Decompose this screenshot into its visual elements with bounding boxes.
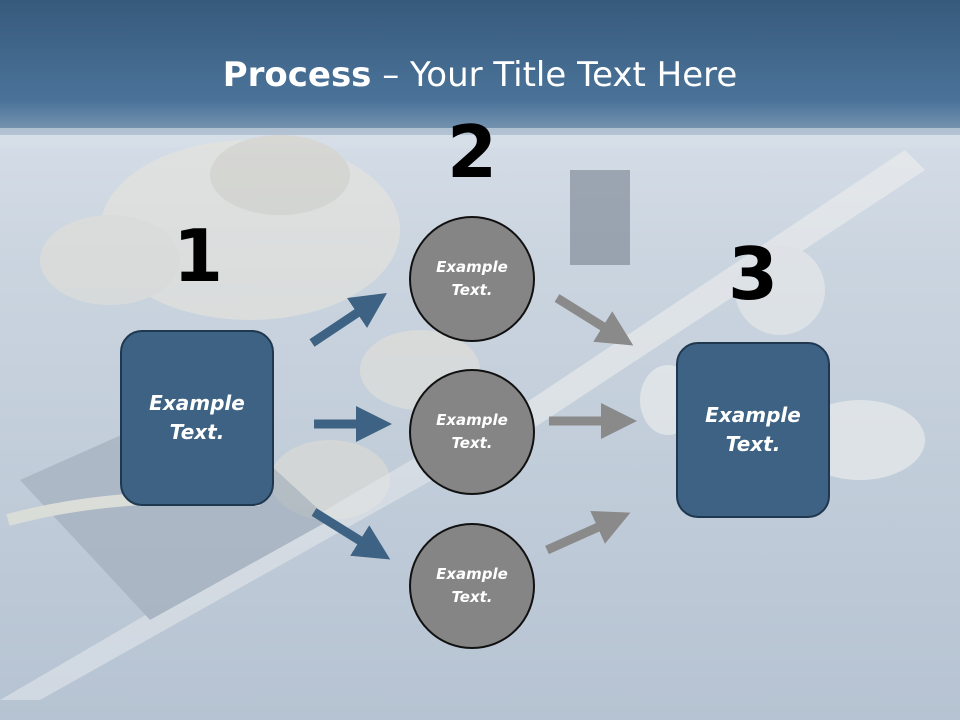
step-2-circle-top[interactable]: Example Text. xyxy=(409,216,535,342)
circle-top-text: Example Text. xyxy=(436,256,508,302)
circle-bottom-line-2: Text. xyxy=(451,588,493,606)
step-3-text: Example Text. xyxy=(705,401,801,459)
slide-header: Process – Your Title Text Here xyxy=(0,0,960,150)
step-number-1: 1 xyxy=(172,214,224,298)
circle-middle-line-1: Example xyxy=(436,411,508,429)
step-number-2: 2 xyxy=(446,110,498,194)
circle-top-line-2: Text. xyxy=(451,281,493,299)
arrow-gray-up xyxy=(545,510,631,555)
arrow-blue-up xyxy=(309,293,387,347)
step-number-3: 3 xyxy=(727,232,779,316)
circle-bottom-line-1: Example xyxy=(436,565,508,583)
arrow-gray-down xyxy=(554,294,634,346)
step-1-line-2: Text. xyxy=(169,420,225,444)
step-3-line-2: Text. xyxy=(725,432,781,456)
circle-bottom-text: Example Text. xyxy=(436,563,508,609)
step-3-box[interactable]: Example Text. xyxy=(676,342,830,518)
circle-middle-line-2: Text. xyxy=(451,434,493,452)
astronaut-shape xyxy=(40,135,480,520)
step-1-line-1: Example xyxy=(149,391,245,415)
circle-middle-text: Example Text. xyxy=(436,409,508,455)
circle-top-line-1: Example xyxy=(436,258,508,276)
step-2-circle-middle[interactable]: Example Text. xyxy=(409,369,535,495)
step-1-box[interactable]: Example Text. xyxy=(120,330,274,506)
slide-title: Process – Your Title Text Here xyxy=(0,52,960,98)
title-bold: Process xyxy=(222,55,372,95)
arrow-blue-down xyxy=(311,508,391,560)
step-2-circle-bottom[interactable]: Example Text. xyxy=(409,523,535,649)
title-rest: – Your Title Text Here xyxy=(371,55,738,95)
step-1-text: Example Text. xyxy=(149,389,245,447)
step-3-line-1: Example xyxy=(705,403,801,427)
